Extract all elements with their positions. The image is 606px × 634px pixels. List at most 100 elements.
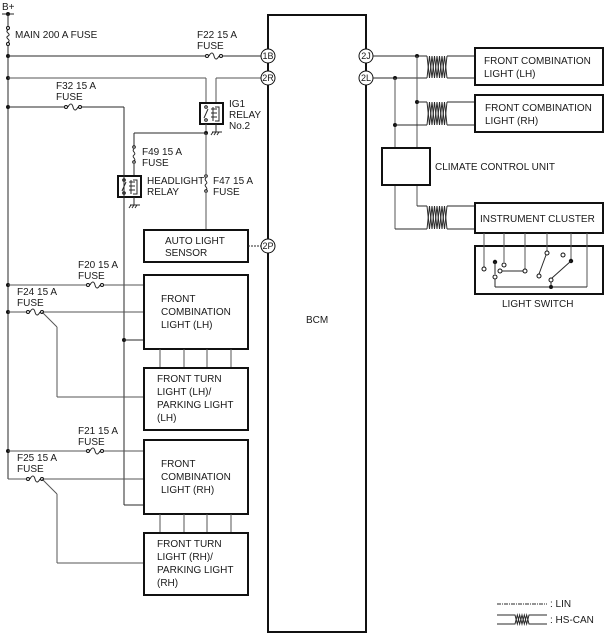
headlight-relay: HEADLIGHT RELAY <box>117 175 204 209</box>
ig1-relay: IG1 RELAY No.2 <box>199 99 261 136</box>
fuse-f21-circuit: F21 15 A FUSE <box>6 426 144 455</box>
pin-2p <box>260 238 276 254</box>
fuse-f21-sublabel: FUSE <box>78 437 105 448</box>
headlight-relay-coil <box>129 179 138 195</box>
auto-light-sensor-label-1: AUTO LIGHT <box>165 236 225 247</box>
fuse-f32-label: F32 15 A <box>56 81 96 92</box>
pin-1b <box>260 48 276 64</box>
fuse-f25-label: F25 15 A <box>17 453 57 464</box>
fuse-f22-circuit: F22 15 A FUSE <box>6 30 262 60</box>
front-turn-light-rh: FRONT TURN LIGHT (RH)/ PARKING LIGHT (RH… <box>143 532 249 596</box>
legend-lin-label: : LIN <box>550 599 571 610</box>
climate-control-unit-label: CLIMATE CONTROL UNIT <box>435 162 555 173</box>
ig1-ground-icon <box>210 131 222 136</box>
fuse-f47-symbol <box>204 177 208 191</box>
front-turn-light-lh-box <box>143 367 249 431</box>
twisted-pair-fcl-lh <box>426 55 475 79</box>
instrument-cluster-label: INSTRUMENT CLUSTER <box>480 214 595 225</box>
ftl-lh-label-4: (LH) <box>157 413 176 424</box>
fcl-lh-label-3: LIGHT (LH) <box>161 320 213 331</box>
front-combination-light-lh-box <box>143 274 249 350</box>
ftl-lh-label-1: FRONT TURN <box>157 374 222 385</box>
ftl-rh-label-3: PARKING LIGHT <box>157 565 234 576</box>
front-combination-light-rh-box <box>143 439 249 515</box>
auto-light-sensor: AUTO LIGHT SENSOR <box>143 229 262 263</box>
ftl-lh-label-3: PARKING LIGHT <box>157 400 234 411</box>
svg-text:2J: 2J <box>361 51 371 61</box>
fcl-rh-label-3: LIGHT (RH) <box>161 485 214 496</box>
ftl-rh-label-2: LIGHT (RH)/ <box>157 552 213 563</box>
light-switch-label: LIGHT SWITCH <box>502 299 573 310</box>
fuse-f20-label: F20 15 A <box>78 260 118 271</box>
fuse-f49-circuit: F49 15 A FUSE <box>132 132 206 176</box>
climate-control-unit: CLIMATE CONTROL UNIT <box>381 147 555 186</box>
svg-text:2P: 2P <box>262 241 273 251</box>
legend: : LIN : HS-CAN <box>497 599 594 626</box>
light-switch: LIGHT SWITCH <box>474 233 604 310</box>
light-switch-box <box>474 245 604 295</box>
ftl-rh-label-1: FRONT TURN <box>157 539 222 550</box>
legend-hs-can-line <box>497 613 547 626</box>
fuse-f32-symbol <box>67 103 79 111</box>
fcl-lh-right-label-2: LIGHT (LH) <box>484 69 536 80</box>
fcl-rh-label-1: FRONT <box>161 459 195 470</box>
fuse-f22-symbol <box>208 52 220 60</box>
main-fuse-label: MAIN 200 A FUSE <box>15 30 98 41</box>
ftl-lh-label-2: LIGHT (LH)/ <box>157 387 211 398</box>
svg-text:2R: 2R <box>262 73 274 83</box>
bcm-box <box>267 14 367 633</box>
instrument-cluster-box <box>474 202 604 234</box>
fuse-f49-sublabel: FUSE <box>142 158 169 169</box>
ig1-relay-label-2: RELAY <box>229 110 261 121</box>
front-turn-light-lh: FRONT TURN LIGHT (LH)/ PARKING LIGHT (LH… <box>143 367 249 431</box>
ig1-circuit <box>6 76 262 104</box>
fcl-rh-right-label-2: LIGHT (RH) <box>485 116 538 127</box>
twisted-pair-instrument-cluster <box>426 205 475 230</box>
fuse-f25-symbol <box>29 475 41 483</box>
fuse-f24-circuit: F24 15 A FUSE <box>6 287 144 398</box>
svg-text:1B: 1B <box>262 51 273 61</box>
legend-hs-can-label: : HS-CAN <box>550 615 594 626</box>
fuse-f24-symbol <box>29 308 41 316</box>
fuse-f20-circuit: F20 15 A FUSE <box>6 260 144 289</box>
bcm-label: BCM <box>306 315 328 326</box>
fcl-lh-label-2: COMBINATION <box>161 307 231 318</box>
lh-connector-wires <box>159 349 232 368</box>
front-turn-light-rh-box <box>143 532 249 596</box>
fuse-f49-label: F49 15 A <box>142 147 182 158</box>
ig1-relay-label-3: No.2 <box>229 121 251 132</box>
auto-light-sensor-label-2: SENSOR <box>165 248 207 259</box>
instrument-cluster: INSTRUMENT CLUSTER <box>474 202 604 234</box>
main-fuse-symbol <box>6 29 10 43</box>
bcm: BCM 1B 2R 2P 2J 2L <box>260 14 374 633</box>
headlight-ground-icon <box>128 204 140 209</box>
svg-text:2L: 2L <box>361 73 371 83</box>
power-source: B+ <box>2 2 15 16</box>
fuse-f21-symbol <box>89 447 101 455</box>
fuse-f20-sublabel: FUSE <box>78 271 105 282</box>
ig1-relay-coil <box>211 106 220 122</box>
climate-control-unit-box <box>381 147 431 186</box>
fuse-f25-circuit: F25 15 A FUSE <box>8 453 144 564</box>
headlight-relay-label-2: RELAY <box>147 187 179 198</box>
fcl-rh-right-label-1: FRONT COMBINATION <box>485 103 592 114</box>
ig1-relay-label-1: IG1 <box>229 99 246 110</box>
fcl-lh-label-1: FRONT <box>161 294 195 305</box>
fuse-f47-sublabel: FUSE <box>213 187 240 198</box>
fuse-f32-sublabel: FUSE <box>56 92 83 103</box>
fcl-rh-label-2: COMBINATION <box>161 472 231 483</box>
fuse-f22-sublabel: FUSE <box>197 41 224 52</box>
fuse-f20-symbol <box>89 281 101 289</box>
fcl-rh-right-box <box>474 94 604 133</box>
fuse-f21-label: F21 15 A <box>78 426 118 437</box>
front-combination-light-rh-right: FRONT COMBINATION LIGHT (RH) <box>474 94 604 133</box>
main-fuse: MAIN 200 A FUSE <box>6 14 98 46</box>
fcl-lh-right-box <box>474 47 604 86</box>
hs-can-bus <box>373 54 427 230</box>
fuse-f49-symbol <box>132 148 136 162</box>
pin-2r <box>260 70 276 86</box>
ftl-rh-label-4: (RH) <box>157 578 178 589</box>
fuse-f24-sublabel: FUSE <box>17 298 44 309</box>
twisted-pair-fcl-rh <box>426 101 475 126</box>
